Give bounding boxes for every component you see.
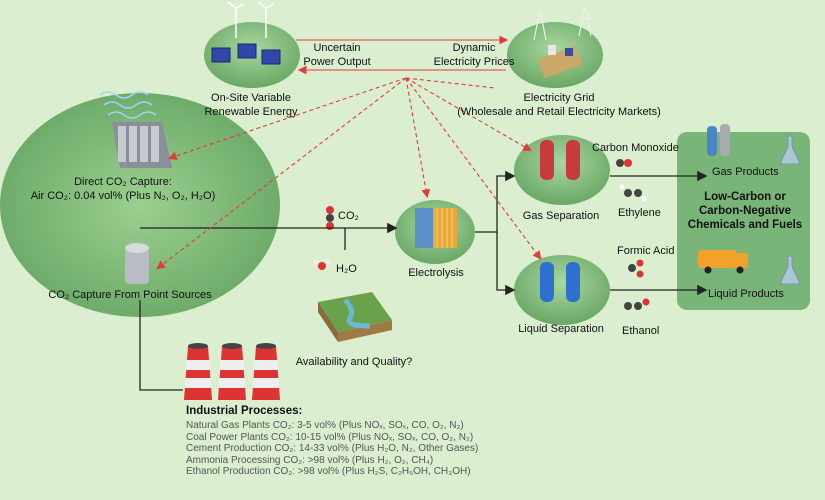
industrial-line: Ethanol Production CO₂: >98 vol% (Plus H… — [186, 466, 471, 477]
ethanol-label: Ethanol — [622, 325, 660, 337]
dashed-control-arrows — [156, 77, 542, 270]
grid-label: Electricity Grid (Wholesale and Retail E… — [457, 92, 661, 118]
molecule-icon — [313, 159, 650, 310]
air-capture-unit-icon — [99, 91, 172, 168]
availability-label: Availability and Quality? — [295, 356, 413, 368]
liquid-products-label: Liquid Products — [708, 288, 784, 300]
capture-zone — [0, 93, 280, 317]
point-source-to-industrial-line — [139, 300, 183, 391]
truck-icon — [698, 250, 748, 274]
electrolysis-label: Electrolysis — [408, 267, 464, 279]
solar-panel-icon — [211, 43, 281, 65]
electrolyzer-icon — [415, 208, 457, 248]
electrolysis-to-split-line — [475, 170, 516, 233]
gas-cylinder-icon — [707, 124, 730, 156]
carbon-monoxide-label: Carbon Monoxide — [592, 142, 679, 154]
flow-lines — [139, 170, 708, 391]
industrial-line: Ammonia Processing CO₂: >98 vol% (Plus H… — [186, 454, 434, 466]
h2o-label: H₂O — [336, 263, 357, 275]
gas-separation-ellipse — [514, 135, 610, 205]
industrial-title: Industrial Processes: — [186, 405, 303, 417]
flask-icon — [779, 135, 801, 285]
gas-products-label: Gas Products — [712, 166, 779, 178]
uncertain-output-label: Uncertain Power Output — [303, 42, 371, 68]
ethylene-label: Ethylene — [618, 207, 661, 219]
direct-capture-label: Direct CO₂ Capture: Air CO₂: 0.04 vol% (… — [30, 176, 216, 202]
storage-tank-icon — [125, 243, 149, 284]
water-terrain-icon — [318, 292, 392, 342]
formic-acid-label: Formic Acid — [617, 245, 675, 257]
industrial-line: Coal Power Plants CO₂: 10-15 vol% (Plus … — [186, 431, 474, 443]
point-source-label: CO₂ Capture From Point Sources — [48, 289, 212, 301]
smokestack-icon — [184, 343, 280, 400]
separation-tank-icon — [540, 140, 580, 302]
electrolysis-to-liquid-line — [496, 232, 516, 296]
red-flow-arrows — [296, 35, 509, 75]
liquid-separation-ellipse — [514, 255, 610, 325]
industrial-line: Natural Gas Plants CO₂: 3-5 vol% (Plus N… — [186, 420, 464, 431]
liquid-separation-label: Liquid Separation — [518, 323, 604, 335]
products-headline: Low-Carbon or Carbon-Negative Chemicals … — [687, 191, 803, 231]
dynamic-prices-label: Dynamic Electricity Prices — [433, 42, 515, 68]
gas-separation-label: Gas Separation — [522, 210, 600, 222]
renewable-label: On-Site Variable Renewable Energy — [204, 92, 298, 118]
city-block-icon — [537, 45, 583, 79]
co2-label: CO₂ — [338, 210, 359, 222]
industrial-list: Natural Gas Plants CO₂: 3-5 vol% (Plus N… — [186, 420, 478, 478]
wind-turbine-icon — [227, 1, 275, 38]
industrial-line: Cement Production CO₂: 14-33 vol% (Plus … — [186, 443, 479, 454]
power-tower-icon — [533, 5, 592, 41]
